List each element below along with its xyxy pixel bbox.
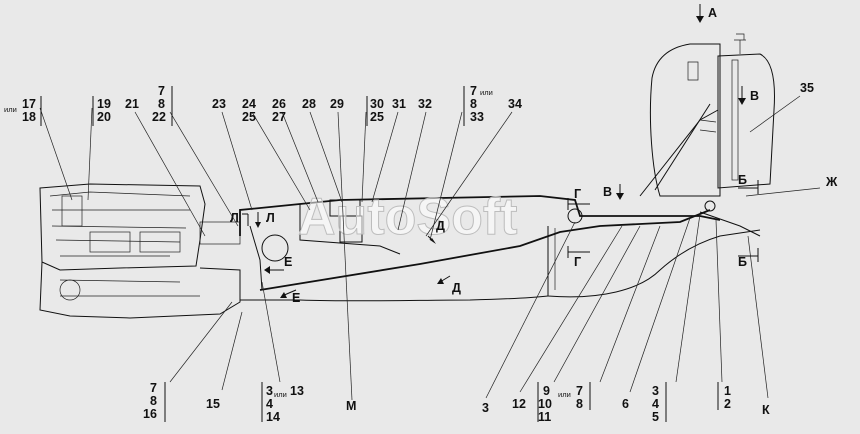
label-D2: Д <box>452 281 461 295</box>
label-b1: 1 <box>724 384 731 398</box>
label-b11: 11 <box>538 410 551 424</box>
label-l7b: 7 <box>470 84 477 98</box>
label-B2: Б <box>738 255 747 269</box>
label-b14: 14 <box>266 410 280 424</box>
label-l29: 29 <box>330 97 344 111</box>
label-l25a: 25 <box>242 110 256 124</box>
view-markers: А В Б Ж Б Г В Г Л Л Д Е Е Д <box>230 4 838 305</box>
label-l19: 19 <box>97 97 111 111</box>
label-l23: 23 <box>212 97 226 111</box>
label-b10: 10 <box>538 397 552 411</box>
label-l21: 21 <box>125 97 139 111</box>
label-l27: 27 <box>272 110 286 124</box>
label-l18: 18 <box>22 110 36 124</box>
label-b3: 3 <box>266 384 273 398</box>
label-l22: 22 <box>152 110 166 124</box>
label-ili_d: или <box>558 390 571 399</box>
label-G1: Г <box>574 187 581 201</box>
label-b7: 7 <box>150 381 157 395</box>
label-b6: 6 <box>622 397 629 411</box>
label-b16: 16 <box>143 407 157 421</box>
engine-block <box>39 183 241 319</box>
label-bZ: 3 <box>482 401 489 415</box>
label-b2: 2 <box>724 397 731 411</box>
label-b9: 9 <box>543 384 550 398</box>
label-l32: 32 <box>418 97 432 111</box>
label-b8: 8 <box>150 394 157 408</box>
label-l8a: 8 <box>158 97 165 111</box>
label-E1: Е <box>284 255 292 269</box>
label-b13: 13 <box>290 384 304 398</box>
label-b15: 15 <box>206 397 220 411</box>
watermark-text: AutoSoft <box>298 188 517 246</box>
label-l26: 26 <box>272 97 286 111</box>
label-D1: Д <box>436 219 445 233</box>
label-ili_b: или <box>480 88 493 97</box>
label-V2: В <box>603 185 612 199</box>
label-ili_c: или <box>274 390 287 399</box>
bottom-leader-lines <box>169 187 821 399</box>
label-b5c: 5 <box>652 410 659 424</box>
label-b4: 4 <box>266 397 273 411</box>
bottom-labels: 7 8 16 15 3 или 13 4 14 М 3 12 9 10 11 и… <box>143 381 770 424</box>
label-E2: Е <box>292 291 300 305</box>
label-bK: К <box>762 403 770 417</box>
label-b8c: 8 <box>576 397 583 411</box>
label-l28: 28 <box>302 97 316 111</box>
label-l34: 34 <box>508 97 522 111</box>
label-l35: 35 <box>800 81 814 95</box>
label-l31: 31 <box>392 97 406 111</box>
label-A: А <box>708 6 717 20</box>
label-G2: Г <box>574 255 581 269</box>
label-bM: М <box>346 399 356 413</box>
label-l25b: 25 <box>370 110 384 124</box>
label-b7c: 7 <box>576 384 583 398</box>
label-l30: 30 <box>370 97 384 111</box>
label-V1: В <box>750 89 759 103</box>
label-l20: 20 <box>97 110 111 124</box>
label-b3c: 3 <box>652 384 659 398</box>
label-ili_a: или <box>4 105 17 114</box>
label-L1: Л <box>230 211 239 225</box>
label-b12: 12 <box>512 397 526 411</box>
fuel-tank <box>649 33 775 197</box>
label-l8b: 8 <box>470 97 477 111</box>
label-l17: 17 <box>22 97 36 111</box>
top-leader-lines <box>39 95 801 401</box>
label-l33: 33 <box>470 110 484 124</box>
label-l7a: 7 <box>158 84 165 98</box>
label-Zh: Ж <box>825 175 838 189</box>
label-l24: 24 <box>242 97 256 111</box>
label-B1: Б <box>738 173 747 187</box>
label-L2: Л <box>266 211 275 225</box>
label-b4c: 4 <box>652 397 659 411</box>
fuel-lines <box>239 103 761 291</box>
top-labels: или 17 18 19 20 21 7 8 22 23 24 25 26 27… <box>4 81 814 126</box>
